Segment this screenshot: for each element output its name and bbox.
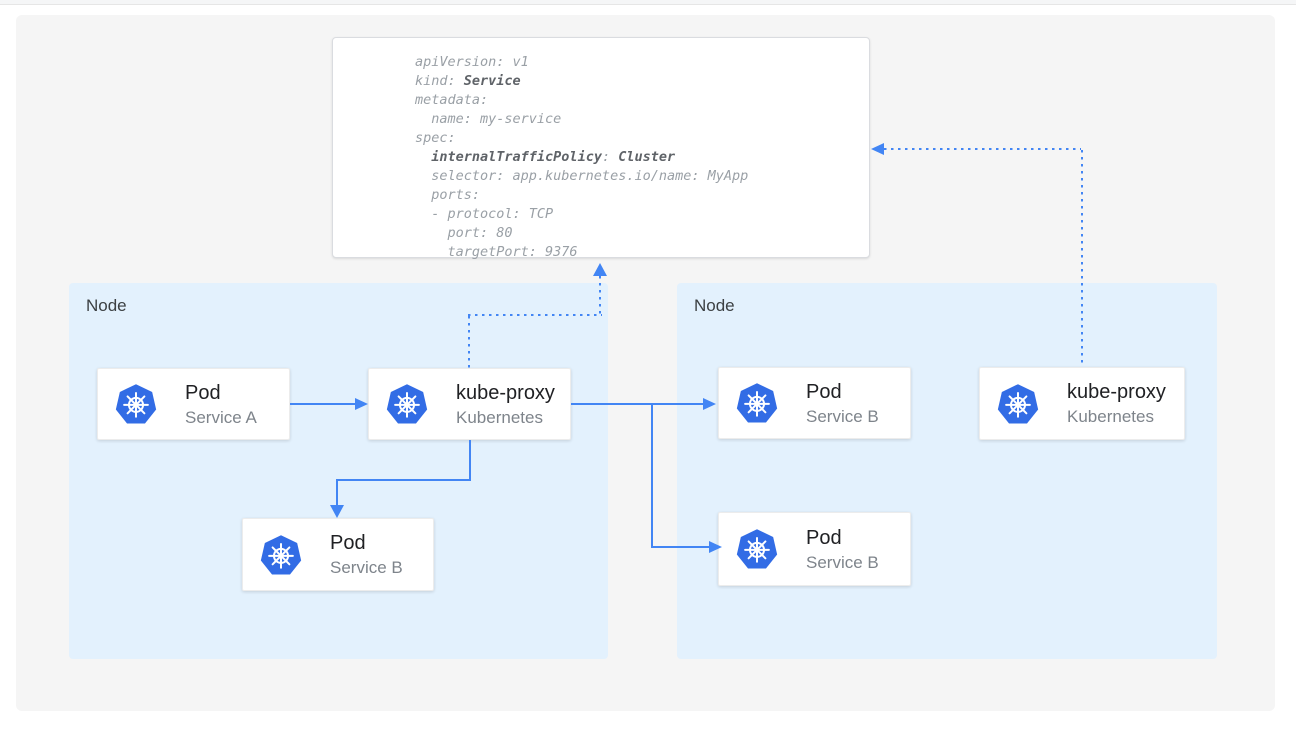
kubernetes-icon	[996, 382, 1040, 426]
box-subtitle: Service B	[806, 552, 879, 572]
node-left-label: Node	[86, 296, 127, 315]
box-subtitle: Service B	[330, 558, 403, 577]
box-title: Pod	[185, 381, 221, 404]
box-subtitle: Kubernetes	[456, 407, 543, 427]
pod-service-a-box: Pod Service A	[97, 368, 290, 440]
yaml-line: kind: Service	[415, 73, 521, 89]
box-title: kube-proxy	[456, 381, 555, 404]
yaml-line: apiVersion: v1	[415, 54, 529, 70]
kubernetes-icon	[114, 382, 158, 426]
kube-proxy-right-box: kube-proxy Kubernetes	[979, 367, 1185, 440]
yaml-line: ports:	[415, 187, 481, 203]
box-subtitle: Kubernetes	[1067, 407, 1154, 426]
kubernetes-icon	[385, 382, 429, 426]
node-right-label: Node	[694, 296, 735, 315]
yaml-line: metadata:	[415, 92, 489, 108]
pod-service-b-right-bottom-box: Pod Service B	[718, 512, 911, 586]
yaml-manifest-card: apiVersion: v1 kind: Service metadata: n…	[332, 37, 870, 260]
yaml-line: name: my-service	[415, 111, 562, 127]
yaml-code: apiVersion: v1 kind: Service metadata: n…	[333, 38, 869, 262]
yaml-line: selector: app.kubernetes.io/name: MyApp	[415, 168, 749, 184]
node-right: Node	[677, 283, 1217, 659]
node-left: Node	[69, 283, 608, 659]
kube-proxy-left-box: kube-proxy Kubernetes	[368, 368, 571, 440]
kubernetes-icon	[735, 381, 779, 425]
yaml-line: internalTrafficPolicy: Cluster	[431, 149, 676, 165]
pod-service-b-left-box: Pod Service B	[242, 518, 434, 591]
yaml-line: targetPort: 9376	[415, 244, 578, 260]
box-title: Pod	[806, 526, 842, 549]
yaml-line: spec:	[415, 130, 456, 146]
pod-service-b-right-top-box: Pod Service B	[718, 367, 911, 439]
box-subtitle: Service A	[185, 407, 257, 427]
box-subtitle: Service B	[806, 406, 879, 426]
top-divider-bar	[0, 0, 1296, 5]
yaml-line: - protocol: TCP	[415, 206, 554, 222]
box-title: Pod	[330, 532, 366, 554]
box-title: kube-proxy	[1067, 381, 1166, 403]
kubernetes-icon	[735, 527, 779, 571]
kubernetes-icon	[259, 533, 303, 577]
box-title: Pod	[806, 380, 842, 403]
yaml-line: port: 80	[415, 225, 513, 241]
